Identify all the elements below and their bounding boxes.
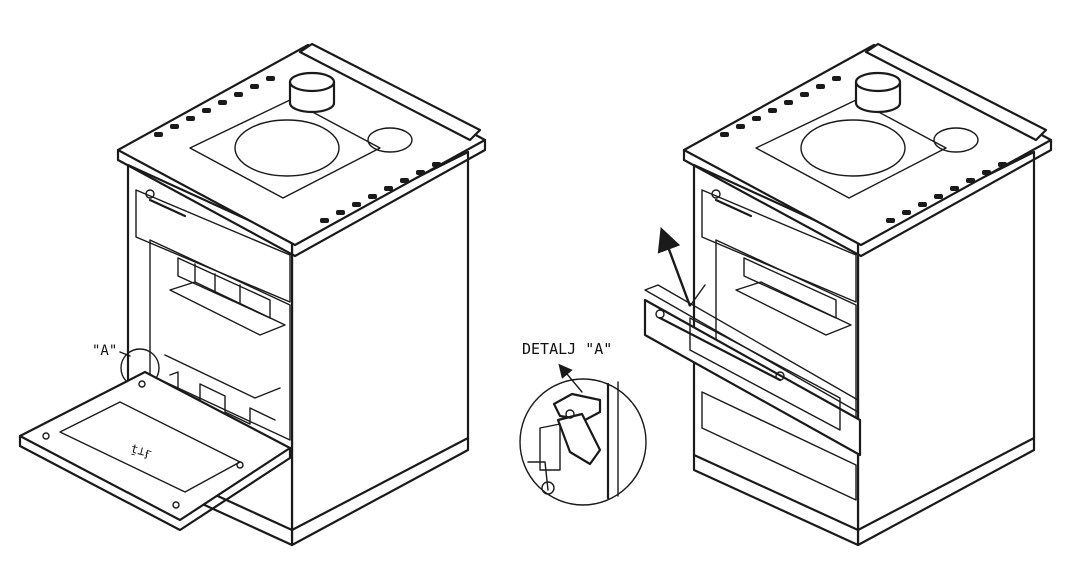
left-hotplate-ring [234,119,340,177]
detail-a-magnified-circle [519,378,647,506]
right-vent-holes [720,76,1007,223]
lift-direction-arrow [657,227,692,307]
svg-text:ṯ⊥ӻ: ṯ⊥ӻ [129,441,154,460]
detail-a-hinge-pin [541,481,555,495]
left-vent-holes [154,76,441,223]
right-hotplate-ring [800,119,906,177]
right-stove-door-removal [643,42,1053,547]
left-flue-collar [288,71,336,114]
detail-a-title: DETALJ "A" [522,340,612,358]
left-oven-rack [169,281,286,336]
detail-a-marker-label: "A" [92,343,117,359]
detail-a-callout: DETALJ "A" [519,340,647,506]
right-flue-collar [854,71,902,114]
left-stove-door-open: ṯ⊥ӻ [18,42,487,547]
left-oven-cavity [149,239,291,441]
